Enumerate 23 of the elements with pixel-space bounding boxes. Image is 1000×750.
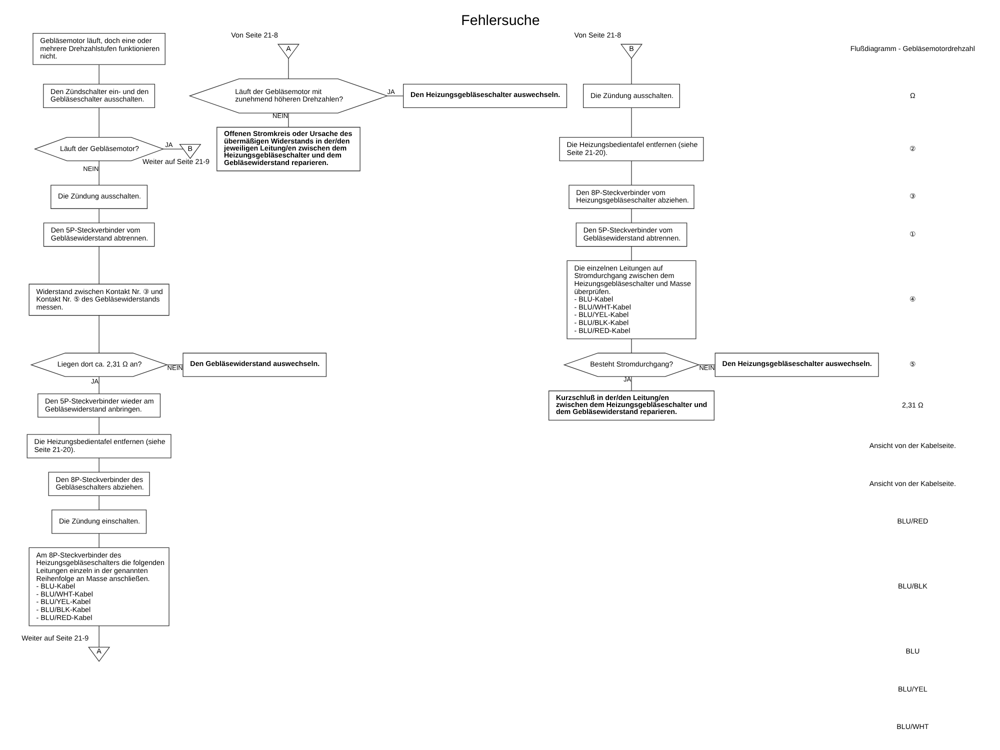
connector [630,246,632,261]
connector [98,417,99,435]
connector [98,108,99,138]
connector [162,148,183,150]
connector [166,364,183,366]
connector [98,246,99,284]
connector [98,533,99,548]
connector [98,64,99,84]
connector [630,160,632,186]
connector [98,376,99,394]
connector [98,458,99,473]
connector [98,626,99,648]
diagram-title: Fehlersuche [460,12,540,29]
connector [630,58,632,84]
connector [698,364,715,366]
connector [98,160,99,186]
connector [630,376,632,392]
connector [98,208,99,224]
connector [98,315,99,354]
connector [630,338,632,354]
connector [630,208,632,224]
connector [98,495,99,510]
connector [630,108,632,138]
